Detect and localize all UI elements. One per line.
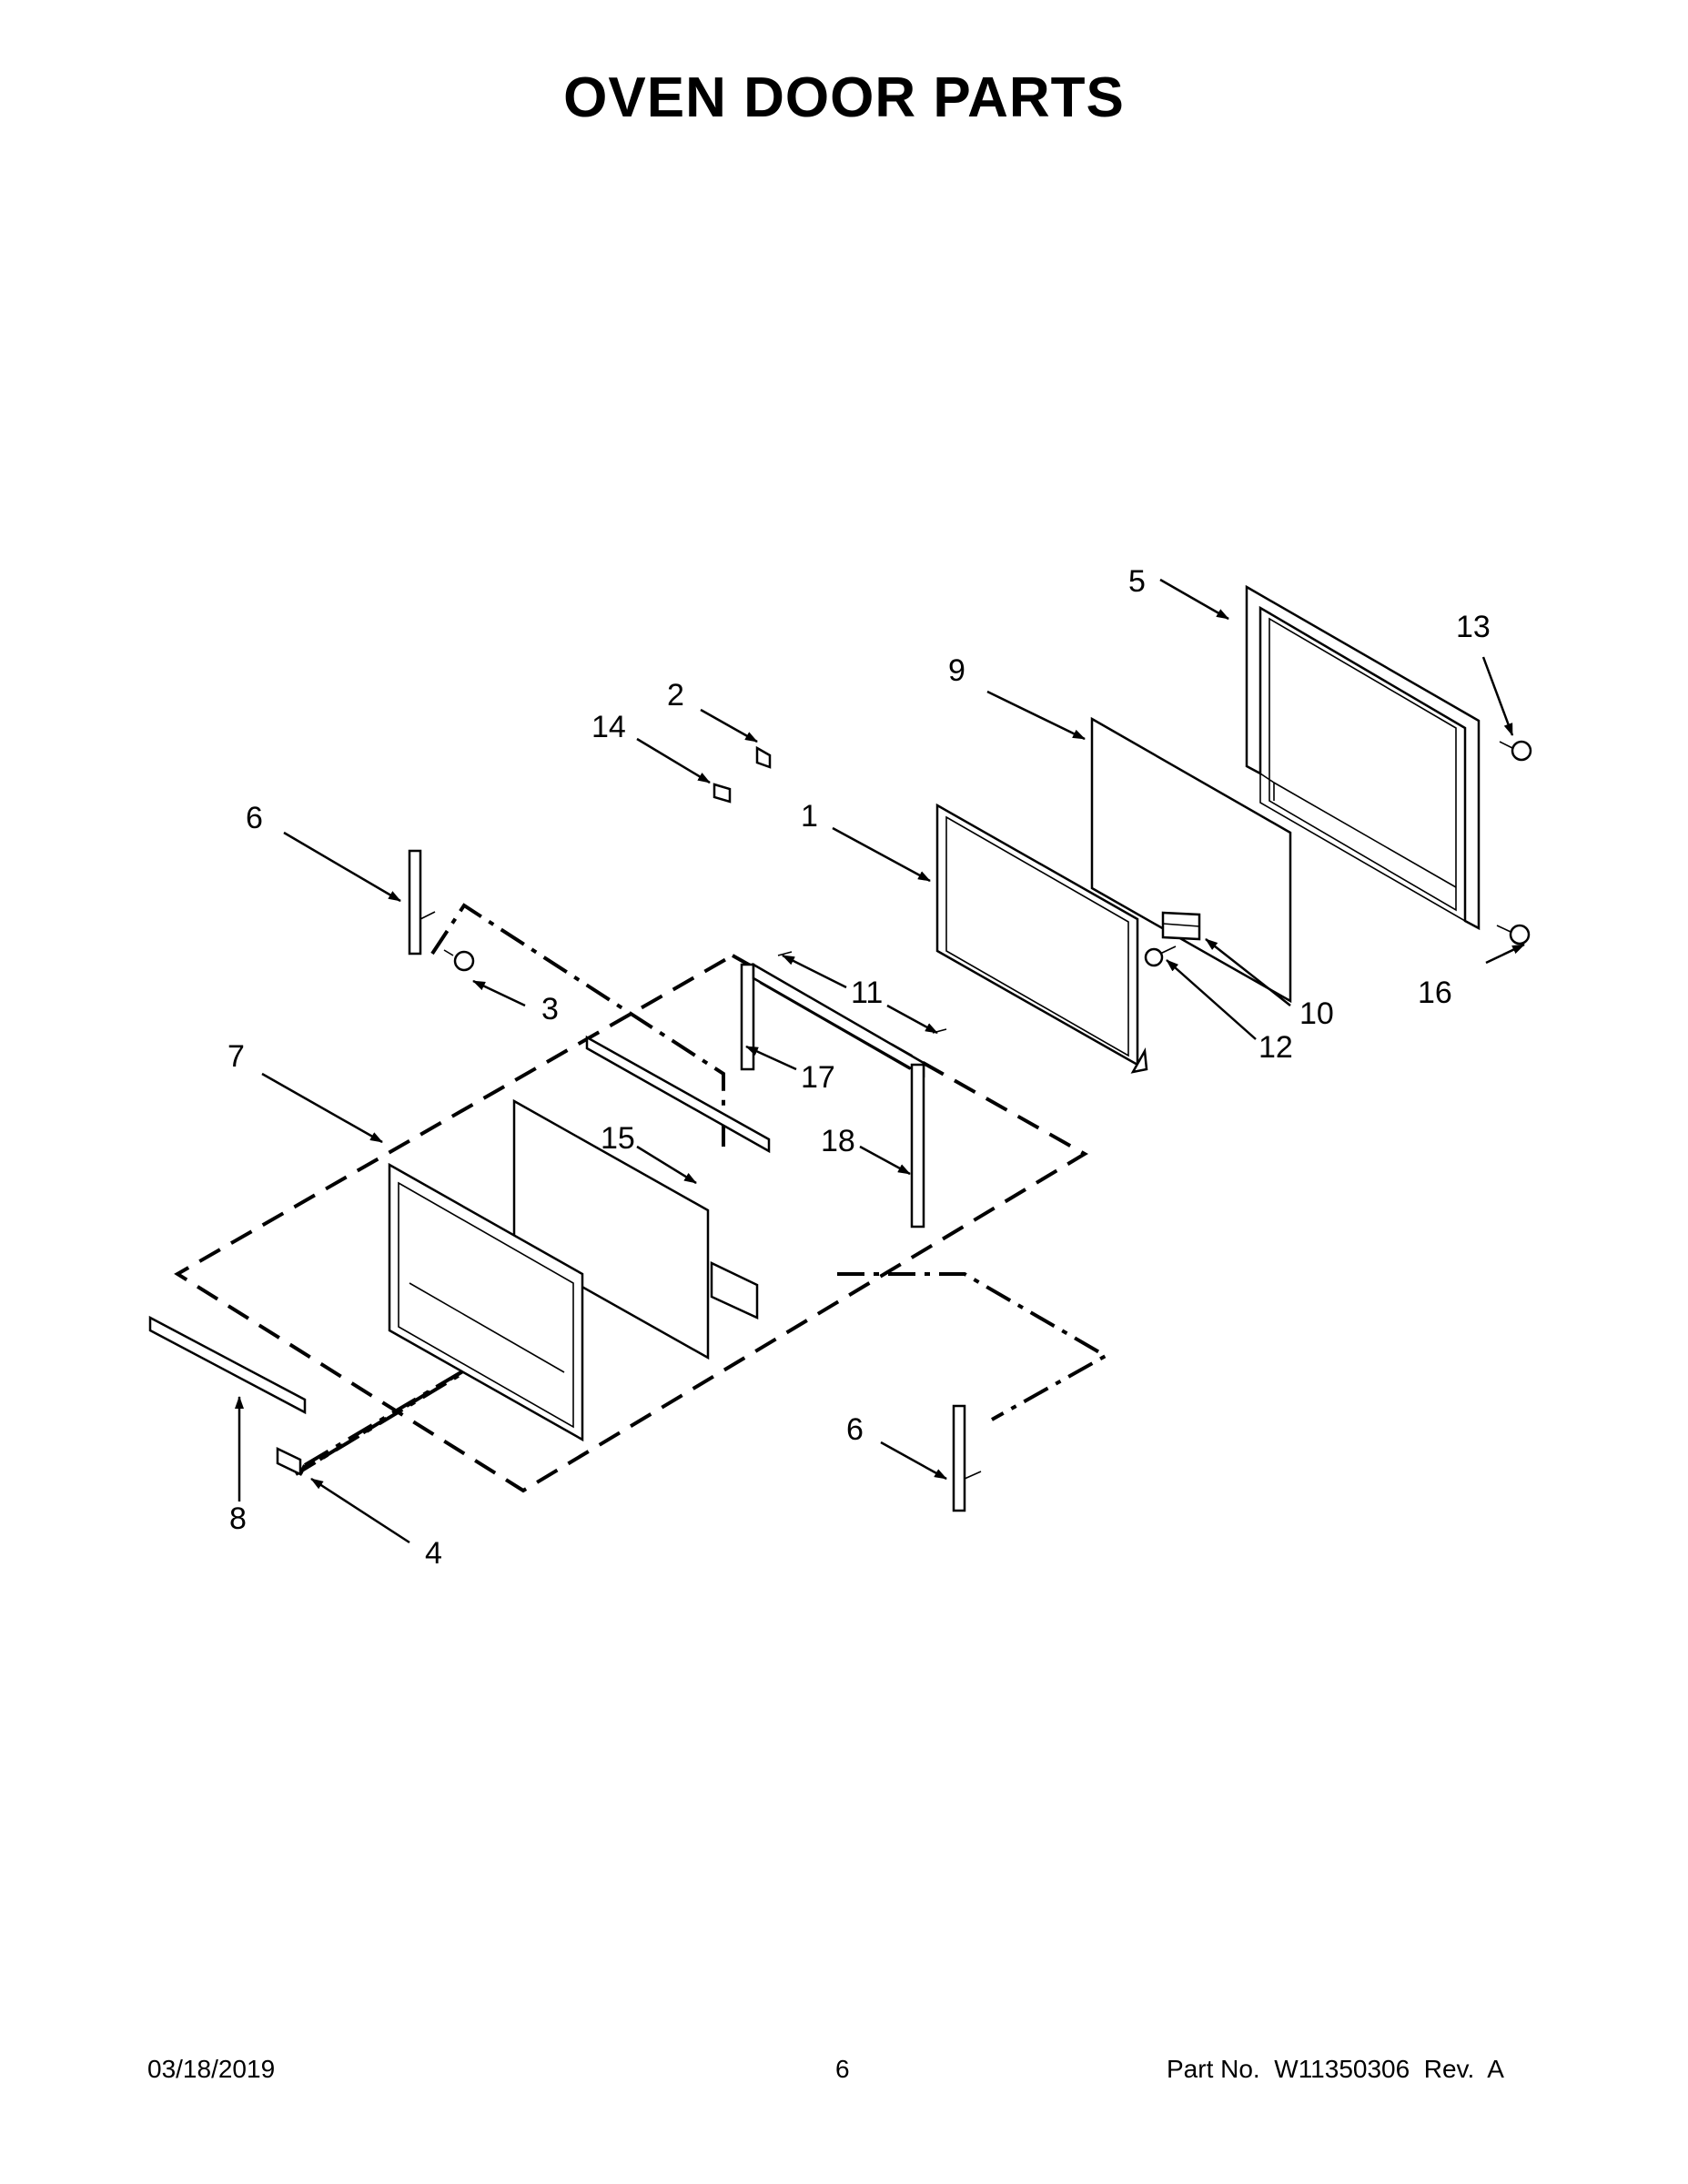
part-7-outer-door-panel	[388, 1162, 584, 1442]
callout-15: 15	[601, 1121, 635, 1156]
callout-5: 5	[1128, 564, 1146, 599]
part-1-inner-door-panel	[935, 803, 1148, 1074]
callout-7: 7	[227, 1039, 245, 1074]
part-4-hinge-receiver	[276, 1447, 302, 1476]
part-8-handle	[148, 1315, 307, 1415]
callout-12: 12	[1258, 1030, 1293, 1065]
page-title: OVEN DOOR PARTS	[563, 66, 1125, 129]
part-17-18-door-frame	[740, 962, 925, 1228]
callout-labels: 5 13 9 2 14 1 6 3 10 12 16 11 17 7 15 18…	[227, 564, 1491, 1571]
part-15-strip	[585, 1035, 771, 1154]
part-6-hinge-bottom	[952, 1404, 982, 1512]
callout-8: 8	[229, 1502, 247, 1536]
callout-3: 3	[541, 992, 559, 1026]
part-6-hinge-top	[408, 849, 436, 956]
callout-2: 2	[667, 678, 684, 713]
callout-16: 16	[1418, 976, 1452, 1010]
callout-18: 18	[821, 1124, 855, 1158]
callout-6-top: 6	[246, 801, 263, 835]
footer-part-info: Part No. W11350306 Rev. A	[1167, 2055, 1504, 2083]
leader-arrows	[235, 578, 1525, 1544]
callout-14: 14	[591, 710, 626, 744]
part-2-clip	[755, 745, 772, 769]
part-5-rear-door-frame	[1245, 584, 1481, 931]
callout-13: 13	[1456, 610, 1491, 644]
inner-glass-panel	[512, 1098, 710, 1360]
part-16-screw	[1496, 924, 1531, 945]
part-3-screw	[443, 949, 475, 972]
part-9-glass-panel	[1090, 716, 1292, 1004]
part-14-clip	[713, 783, 732, 804]
callout-17: 17	[801, 1060, 835, 1095]
callout-11: 11	[851, 976, 883, 1010]
callout-10: 10	[1299, 996, 1334, 1031]
callout-6-bottom: 6	[846, 1412, 864, 1447]
footer-date: 03/18/2019	[147, 2055, 276, 2083]
small-plate	[710, 1261, 759, 1320]
footer-page-number: 6	[835, 2055, 850, 2083]
part-13-screw	[1499, 740, 1532, 762]
part-10-bracket	[1161, 911, 1201, 941]
callout-4: 4	[425, 1536, 442, 1571]
part-12-screw	[1144, 945, 1177, 967]
phantom-assembly-lines	[174, 903, 1110, 1493]
callout-1: 1	[801, 799, 818, 834]
callout-9: 9	[948, 653, 965, 688]
